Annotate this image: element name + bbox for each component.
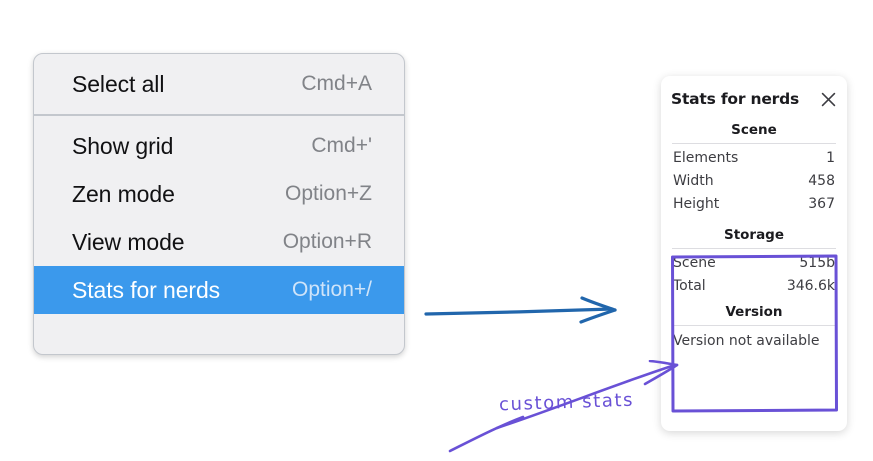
menu-item-show-grid[interactable]: Show grid Cmd+' [34, 122, 404, 170]
menu-item-shortcut: Cmd+A [301, 72, 372, 95]
menu-group-1: Select all Cmd+A [34, 54, 404, 114]
section-heading: Scene [731, 122, 777, 138]
context-menu[interactable]: Select all Cmd+A Show grid Cmd+' Zen mod… [33, 53, 405, 355]
menu-item-shortcut: Option+R [282, 230, 372, 253]
section-divider [672, 248, 836, 249]
stat-row: Total 346.6k [671, 275, 837, 298]
menu-item-shortcut: Option+/ [292, 278, 372, 301]
stat-value: 346.6k [786, 278, 835, 294]
stat-label: Elements [673, 150, 739, 166]
stat-value: 515b [799, 255, 835, 271]
annotation-label-custom-stats: custom stats [498, 389, 635, 416]
arrow-right-icon [424, 296, 617, 324]
stat-row: Width 458 [671, 170, 837, 193]
menu-item-zen-mode[interactable]: Zen mode Option+Z [34, 170, 404, 218]
menu-item-shortcut: Cmd+' [311, 134, 372, 157]
stats-section-scene: Scene Elements 1 Width 458 Height 367 [671, 116, 837, 216]
custom-stats-region: Storage Scene 515b Total 346.6k Version … [668, 221, 840, 354]
menu-item-select-all[interactable]: Select all Cmd+A [34, 60, 404, 108]
stat-row: Elements 1 [671, 147, 837, 170]
stats-section-storage: Storage Scene 515b Total 346.6k [671, 221, 837, 298]
menu-item-stats-for-nerds[interactable]: Stats for nerds Option+/ [34, 266, 404, 314]
stats-for-nerds-panel[interactable]: Stats for nerds Scene Elements 1 Width 4… [661, 76, 847, 431]
stat-value: 458 [808, 173, 835, 189]
stat-value: 367 [808, 196, 835, 212]
version-note: Version not available [673, 333, 820, 349]
menu-item-label: Show grid [72, 132, 174, 159]
stats-panel-title: Stats for nerds [671, 90, 800, 108]
stat-label: Scene [673, 255, 716, 271]
menu-item-label: View mode [72, 228, 185, 255]
menu-group-2: Show grid Cmd+' Zen mode Option+Z View m… [34, 114, 404, 320]
section-divider [672, 325, 836, 326]
stat-label: Total [673, 278, 706, 294]
stat-label: Height [673, 196, 720, 212]
stat-label: Width [673, 173, 714, 189]
stats-panel-header: Stats for nerds [671, 76, 837, 116]
close-icon[interactable] [820, 91, 837, 108]
menu-item-label: Stats for nerds [72, 276, 221, 303]
stat-value: 1 [826, 150, 835, 166]
menu-item-shortcut: Option+Z [285, 182, 372, 205]
section-heading: Version [725, 304, 783, 320]
stat-row: Scene 515b [671, 252, 837, 275]
menu-item-view-mode[interactable]: View mode Option+R [34, 218, 404, 266]
stats-section-version: Version Version not available [671, 298, 837, 354]
section-divider [672, 143, 836, 144]
menu-item-label: Select all [72, 70, 165, 97]
menu-item-label: Zen mode [72, 180, 175, 207]
section-heading: Storage [723, 227, 785, 243]
stat-row: Height 367 [671, 193, 837, 216]
